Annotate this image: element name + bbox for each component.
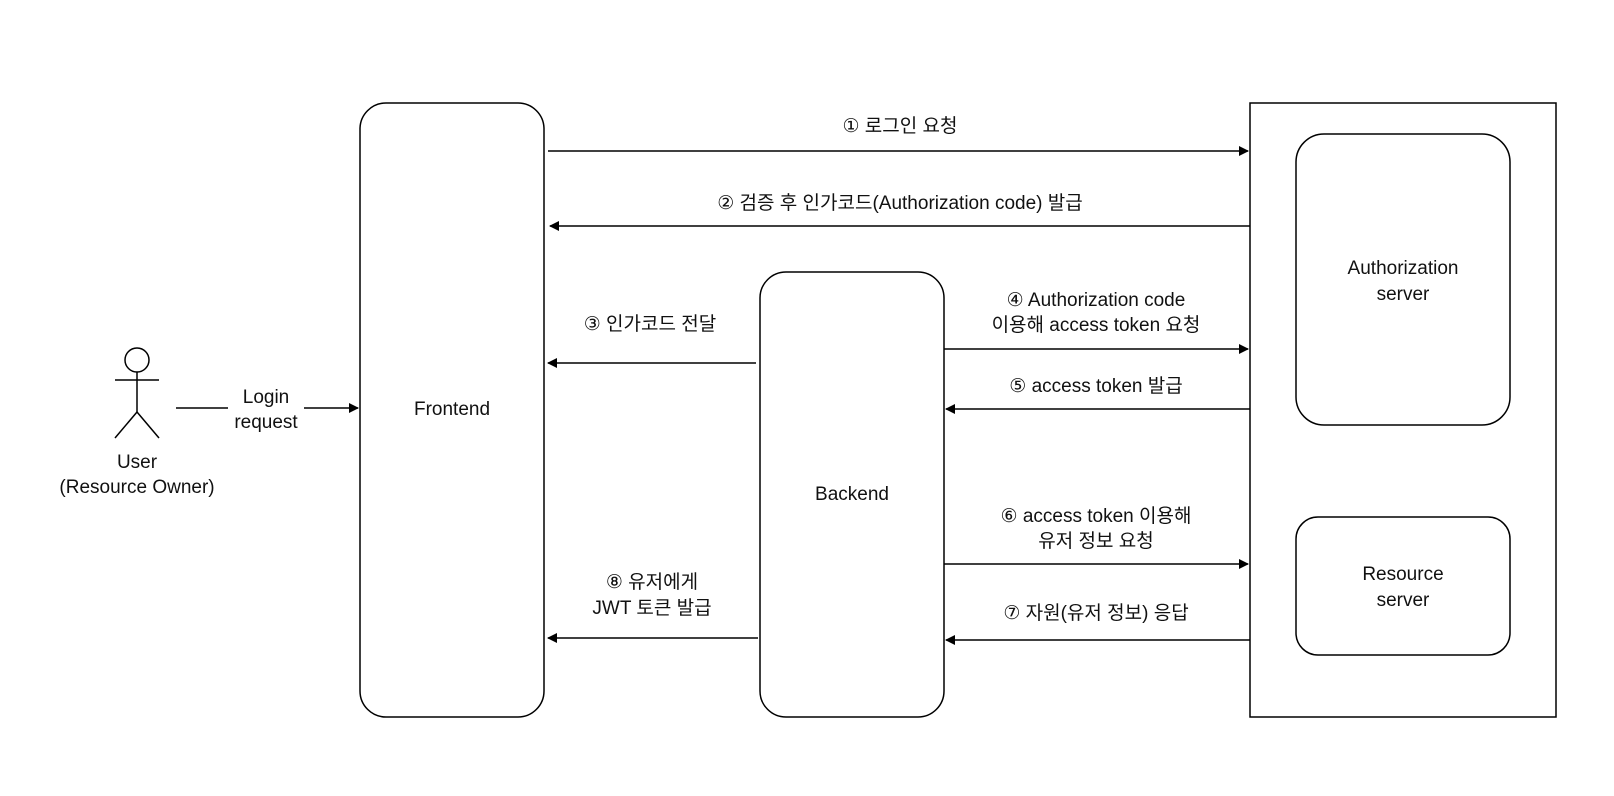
user-actor: User (Resource Owner) <box>59 347 215 498</box>
authorization-server-label-line2: server <box>1377 284 1430 305</box>
step4-edge: ④ Authorization code 이용해 access token 요청 <box>944 290 1249 354</box>
step3-edge: ③ 인가코드 전달 <box>547 313 756 368</box>
resource-server-label-line2: server <box>1377 590 1430 611</box>
step3-label: ③ 인가코드 전달 <box>584 313 716 335</box>
step6-label-line2: 유저 정보 요청 <box>1038 530 1153 552</box>
step2-edge: ② 검증 후 인가코드(Authorization code) 발급 <box>549 192 1250 231</box>
stick-figure-icon <box>114 347 160 439</box>
authorization-server-node: Authorization server <box>1295 133 1511 426</box>
step1-edge: ① 로그인 요청 <box>548 115 1249 156</box>
login-request-label-line2: request <box>234 412 298 433</box>
step6-edge: ⑥ access token 이용해 유저 정보 요청 <box>944 505 1249 569</box>
step8-label: ⑧ 유저에게 <box>606 571 698 593</box>
step6-label: ⑥ access token 이용해 <box>1001 505 1192 527</box>
step7-label: ⑦ 자원(유저 정보) 응답 <box>1003 602 1188 624</box>
step8-label-line2: JWT 토큰 발급 <box>592 597 711 619</box>
step1-label: ① 로그인 요청 <box>843 115 958 137</box>
step5-edge: ⑤ access token 발급 <box>945 375 1250 414</box>
login-request-edge: Login request <box>176 387 359 433</box>
step7-edge: ⑦ 자원(유저 정보) 응답 <box>945 602 1250 645</box>
step2-label: ② 검증 후 인가코드(Authorization code) 발급 <box>717 192 1083 214</box>
frontend-node: Frontend <box>359 102 545 718</box>
resource-server-label: Resource <box>1362 564 1443 585</box>
step8-edge: ⑧ 유저에게 JWT 토큰 발급 <box>547 571 758 643</box>
step4-label: ④ Authorization code <box>1007 290 1186 311</box>
step5-label: ⑤ access token 발급 <box>1009 375 1182 397</box>
login-request-label: Login <box>243 387 290 408</box>
user-role-label: (Resource Owner) <box>59 477 214 498</box>
resource-server-node: Resource server <box>1295 516 1511 656</box>
frontend-label: Frontend <box>414 399 490 420</box>
step4-label-line2: 이용해 access token 요청 <box>992 314 1201 336</box>
backend-label: Backend <box>815 484 889 505</box>
backend-node: Backend <box>759 271 945 718</box>
authorization-server-label: Authorization <box>1348 258 1459 279</box>
user-label: User <box>117 452 158 473</box>
